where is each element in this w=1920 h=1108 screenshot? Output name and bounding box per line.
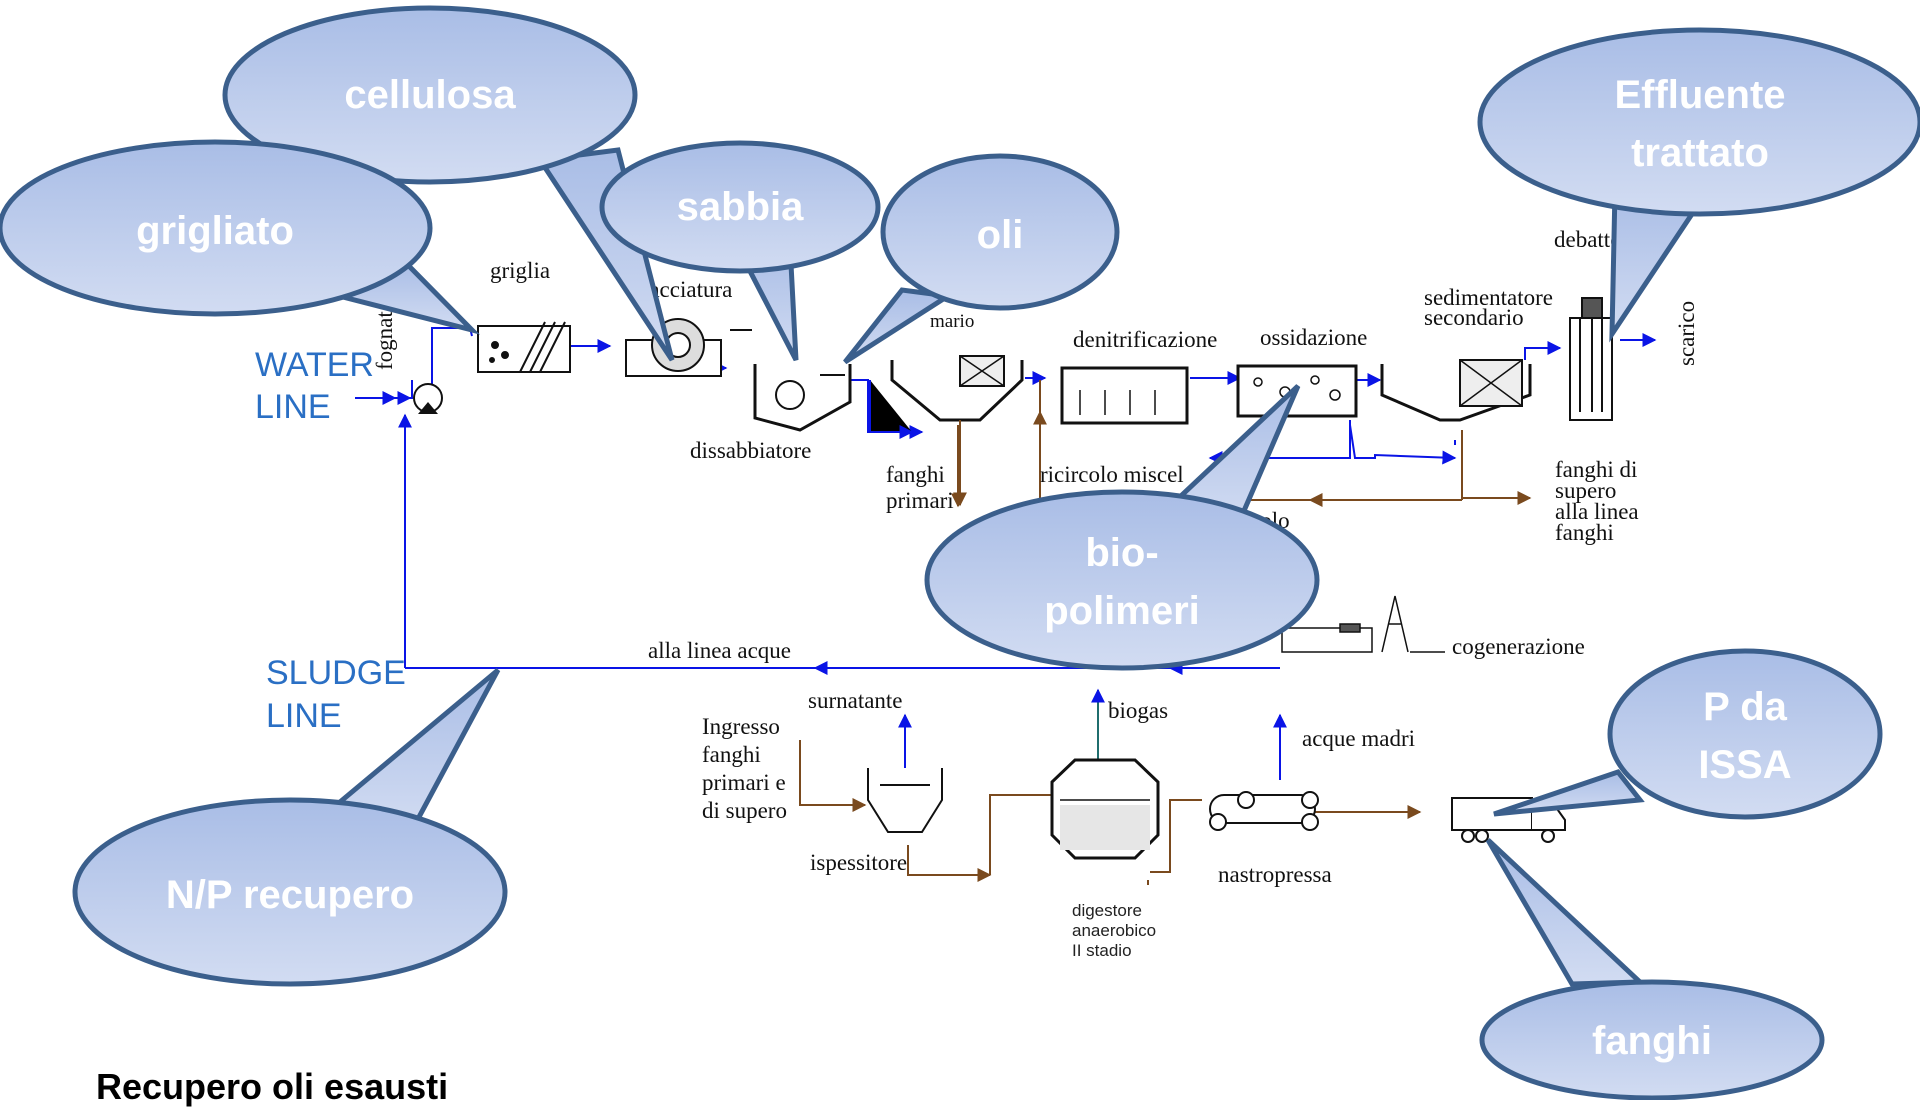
bubble-p-da-issa: P da ISSA <box>1493 648 1883 820</box>
label-ingresso-4: di supero <box>702 798 787 823</box>
dissabbiatore-unit <box>753 364 852 432</box>
label-cogenerazione: cogenerazione <box>1452 634 1585 659</box>
label-ispessitore: ispessitore <box>810 850 907 875</box>
label-acque-madri: acque madri <box>1302 726 1415 751</box>
primary-bypass <box>869 380 914 439</box>
bubble-fanghi: fanghi <box>1479 838 1825 1100</box>
bubble-biopolimeri-text-2: polimeri <box>1044 589 1200 633</box>
bubble-sabbia-text: sabbia <box>677 185 804 229</box>
bubble-grigliato: grigliato <box>0 139 481 335</box>
label-digestore-3: II stadio <box>1072 941 1132 960</box>
label-surnatante: surnatante <box>808 688 903 713</box>
bubble-p-da-text-2: ISSA <box>1698 743 1791 787</box>
water-line-title-2: LINE <box>255 388 331 426</box>
label-denitrificazione: denitrificazione <box>1073 327 1217 352</box>
label-fanghi-supero-4: fanghi <box>1555 520 1614 545</box>
water-line-title-1: WATER <box>255 346 374 384</box>
pump <box>413 383 443 414</box>
nastropressa-unit <box>1209 791 1319 831</box>
bubble-biopolimeri: bio- polimeri <box>924 384 1320 671</box>
label-biogas: biogas <box>1108 698 1168 723</box>
bubble-p-da-text-1: P da <box>1703 685 1788 729</box>
label-ossidazione: ossidazione <box>1260 325 1367 350</box>
label-fanghi-primari-2: primari <box>886 488 954 513</box>
ispessitore-unit <box>867 768 943 833</box>
label-alla-linea-acque: alla linea acque <box>648 638 791 663</box>
bubble-biopolimeri-text-1: bio- <box>1085 531 1158 575</box>
bubble-oli: oli <box>843 153 1120 365</box>
bubble-sabbia: sabbia <box>599 140 881 362</box>
bubble-grigliato-text: grigliato <box>136 209 294 253</box>
label-digestore-1: digestore <box>1072 901 1142 920</box>
label-fanghi-primari-1: fanghi <box>886 462 945 487</box>
label-fanghi-supero-2: supero <box>1555 478 1616 503</box>
callout-bubbles: cellulosa grigliato sabbia oli Effluente… <box>0 5 1920 1100</box>
label-ingresso-2: fanghi <box>702 742 761 767</box>
label-sedimentatore-1: sedimentatore <box>1424 285 1553 310</box>
bubble-np-recupero-text: N/P recupero <box>166 873 414 917</box>
primary-settler <box>890 355 1024 422</box>
disinfection-unit <box>1569 297 1613 421</box>
label-primario: mario <box>930 311 974 332</box>
sludge-line-title-2: LINE <box>266 697 342 735</box>
label-ricircolo-miscela: ricircolo miscel <box>1040 462 1184 487</box>
griglia-unit <box>477 321 571 373</box>
bubble-oli-text: oli <box>977 213 1024 257</box>
bubble-cellulosa: cellulosa <box>222 5 675 362</box>
label-griglia: griglia <box>490 258 550 283</box>
label-fanghi-supero-1: fanghi di <box>1555 457 1637 482</box>
secondary-settler <box>1380 359 1532 422</box>
label-dissabbiatore: dissabbiatore <box>690 438 811 463</box>
label-debatteri: debatte <box>1554 227 1620 252</box>
bubble-fanghi-text: fanghi <box>1592 1019 1712 1063</box>
bubble-cellulosa-text: cellulosa <box>344 73 516 117</box>
label-sedimentatore-2: secondario <box>1424 305 1524 330</box>
bubble-effluente-text-2: trattato <box>1631 131 1769 175</box>
sludge-line-title-1: SLUDGE <box>266 654 406 692</box>
bubble-effluente-text-1: Effluente <box>1614 73 1785 117</box>
footer-title: Recupero oli esausti <box>96 1066 449 1107</box>
label-ingresso-1: Ingresso <box>702 714 780 739</box>
label-scarico: scarico <box>1674 301 1699 366</box>
bubble-effluente: Effluente trattato <box>1477 27 1920 343</box>
label-fognatura: fognat <box>372 311 397 370</box>
digestore-unit <box>1050 758 1160 860</box>
label-fanghi-supero-3: alla linea <box>1555 499 1639 524</box>
bubble-np-recupero: N/P recupero <box>72 668 508 987</box>
label-ingresso-3: primari e <box>702 770 786 795</box>
line-titles: WATER LINE SLUDGE LINE <box>255 346 406 735</box>
cogenerazione-unit <box>1281 595 1445 653</box>
denitrificazione-tank <box>1060 366 1189 425</box>
stacciatura-unit <box>625 318 752 377</box>
label-nastropressa: nastropressa <box>1218 862 1332 887</box>
label-digestore-2: anaerobico <box>1072 921 1156 940</box>
